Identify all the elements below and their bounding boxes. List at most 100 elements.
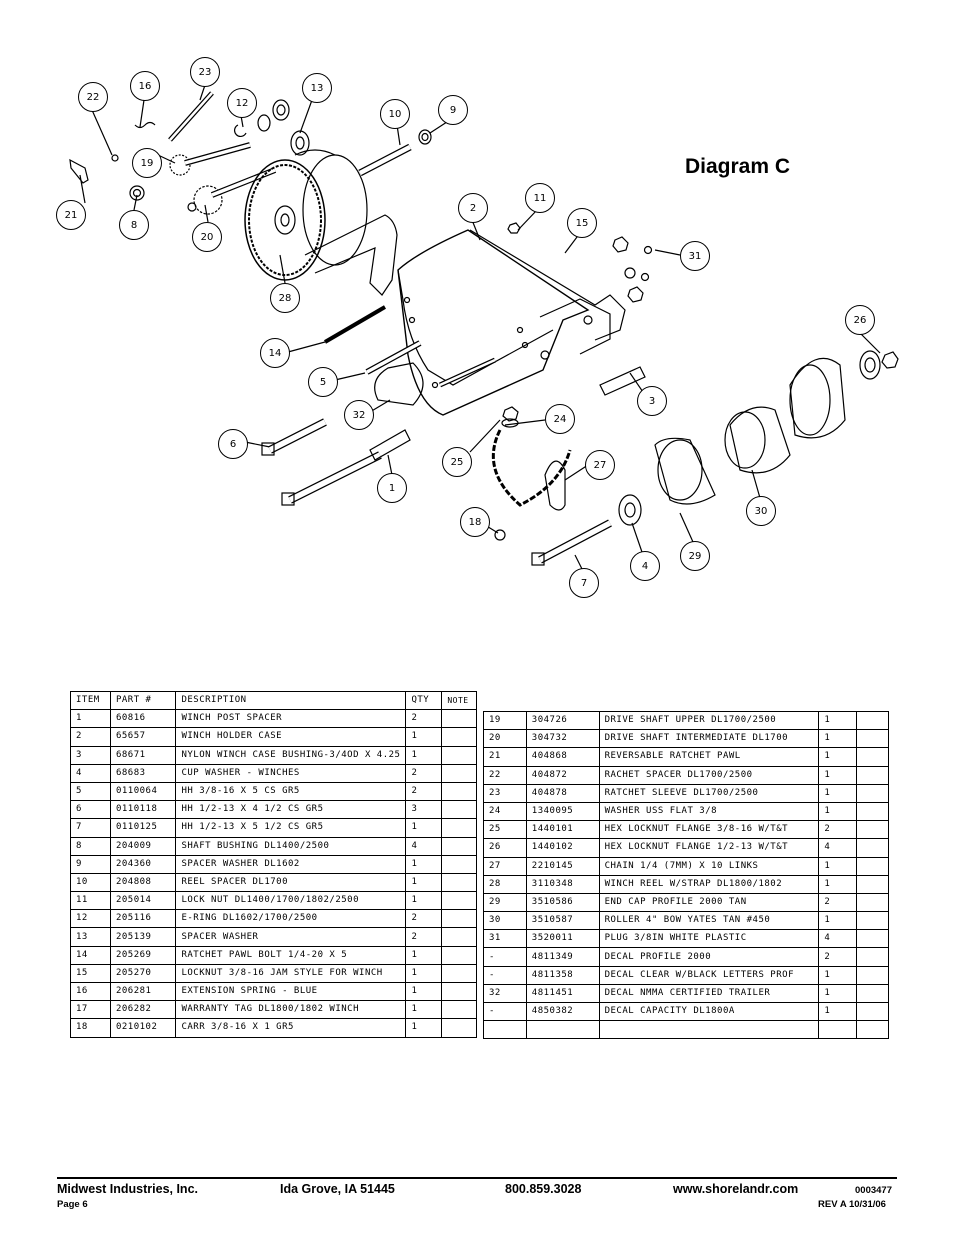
cell-qty: 1 xyxy=(818,856,858,876)
cell-description: WINCH REEL W/STRAP DL1800/1802 xyxy=(598,874,820,894)
cell-note xyxy=(856,729,889,749)
cell-part-number: 65657 xyxy=(109,727,177,747)
cell-part-number: 204009 xyxy=(109,836,177,856)
callout: 20 xyxy=(192,222,222,252)
cell-note xyxy=(441,1018,477,1038)
cell-part-number: 205139 xyxy=(109,927,177,947)
cell-description: DECAL PROFILE 2000 xyxy=(598,947,820,967)
cell-qty: 1 xyxy=(405,891,443,911)
callout: 18 xyxy=(460,507,490,537)
cell-description: REEL SPACER DL1700 xyxy=(175,872,407,893)
callout: 25 xyxy=(442,447,472,477)
cell-description: PLUG 3/8IN WHITE PLASTIC xyxy=(598,929,820,949)
cell-note xyxy=(441,727,477,747)
cell-part-number: 3510587 xyxy=(525,911,600,931)
cell-note xyxy=(856,747,889,767)
callout: 10 xyxy=(380,99,410,129)
cell-note xyxy=(441,963,477,984)
cell-item: 19 xyxy=(483,710,527,731)
cell-qty: 4 xyxy=(405,836,443,856)
cell-qty: 2 xyxy=(818,892,858,913)
cell-note xyxy=(441,854,477,874)
footer-phone: 800.859.3028 xyxy=(505,1182,582,1196)
cell-qty: 1 xyxy=(818,729,858,749)
cell-note xyxy=(441,818,477,838)
cell-item: 5 xyxy=(70,781,111,802)
cell-part-number: 1440101 xyxy=(525,820,600,840)
cell-part-number: 304726 xyxy=(525,710,600,731)
cell-description: REVERSABLE RATCHET PAWL xyxy=(598,747,820,767)
cell-note xyxy=(856,1020,889,1040)
cell-qty: 1 xyxy=(405,981,443,1002)
cell-item: 13 xyxy=(70,927,111,947)
cell-qty: 2 xyxy=(405,709,443,729)
cell-description: HEX LOCKNUT FLANGE 1/2-13 W/T&T xyxy=(598,838,820,858)
column-header-description: DESCRIPTION xyxy=(175,690,407,711)
cell-part-number: 60816 xyxy=(109,709,177,729)
cell-item: 17 xyxy=(70,1000,111,1020)
cell-qty: 2 xyxy=(818,947,858,967)
cell-note xyxy=(856,874,889,894)
cell-note xyxy=(856,1001,889,1022)
cell-qty: 3 xyxy=(405,800,443,820)
cell-description: DECAL CLEAR W/BLACK LETTERS PROF xyxy=(598,965,820,985)
callout: 29 xyxy=(680,541,710,571)
cell-qty: 1 xyxy=(818,710,858,731)
cell-qty: 2 xyxy=(405,781,443,802)
cell-item: 26 xyxy=(483,838,527,858)
cell-part-number: 0210102 xyxy=(109,1018,177,1038)
cell-description: DRIVE SHAFT INTERMEDIATE DL1700 xyxy=(598,729,820,749)
cell-item: 10 xyxy=(70,872,111,893)
cell-part-number: 3110348 xyxy=(525,874,600,894)
callout: 28 xyxy=(270,283,300,313)
cell-item: - xyxy=(483,965,527,985)
cell-part-number: 68683 xyxy=(109,763,177,783)
cell-description: SHAFT BUSHING DL1400/2500 xyxy=(175,836,407,856)
callout: 21 xyxy=(56,200,86,230)
cell-description: LOCK NUT DL1400/1700/1802/2500 xyxy=(175,891,407,911)
callout: 19 xyxy=(132,148,162,178)
column-header-item: ITEM xyxy=(70,690,111,711)
cell-note xyxy=(441,763,477,783)
cell-item: 20 xyxy=(483,729,527,749)
cell-qty: 1 xyxy=(405,945,443,965)
footer-doc-number: 0003477 xyxy=(855,1185,892,1196)
cell-item: 14 xyxy=(70,945,111,965)
cell-part-number: 205014 xyxy=(109,891,177,911)
cell-item xyxy=(483,1020,527,1040)
cell-part-number: 68671 xyxy=(109,745,177,765)
cell-qty: 1 xyxy=(818,965,858,985)
cell-description: END CAP PROFILE 2000 TAN xyxy=(598,892,820,913)
callout: 5 xyxy=(308,367,338,397)
cell-description: WINCH POST SPACER xyxy=(175,709,407,729)
cell-part-number: 206282 xyxy=(109,1000,177,1020)
cell-note xyxy=(856,838,889,858)
cell-part-number: 0110125 xyxy=(109,818,177,838)
callout: 15 xyxy=(567,208,597,238)
callout: 26 xyxy=(845,305,875,335)
cell-item: 21 xyxy=(483,747,527,767)
cell-item: 24 xyxy=(483,801,527,822)
cell-item: 2 xyxy=(70,727,111,747)
cell-item: 29 xyxy=(483,892,527,913)
cell-description: RACHET SPACER DL1700/2500 xyxy=(598,765,820,785)
cell-item: 28 xyxy=(483,874,527,894)
cell-description: RATCHET PAWL BOLT 1/4-20 X 5 xyxy=(175,945,407,965)
callout: 30 xyxy=(746,496,776,526)
cell-qty: 1 xyxy=(818,765,858,785)
cell-description: WINCH HOLDER CASE xyxy=(175,727,407,747)
cell-description: HH 1/2-13 X 5 1/2 CS GR5 xyxy=(175,818,407,838)
cell-description: RATCHET SLEEVE DL1700/2500 xyxy=(598,783,820,803)
